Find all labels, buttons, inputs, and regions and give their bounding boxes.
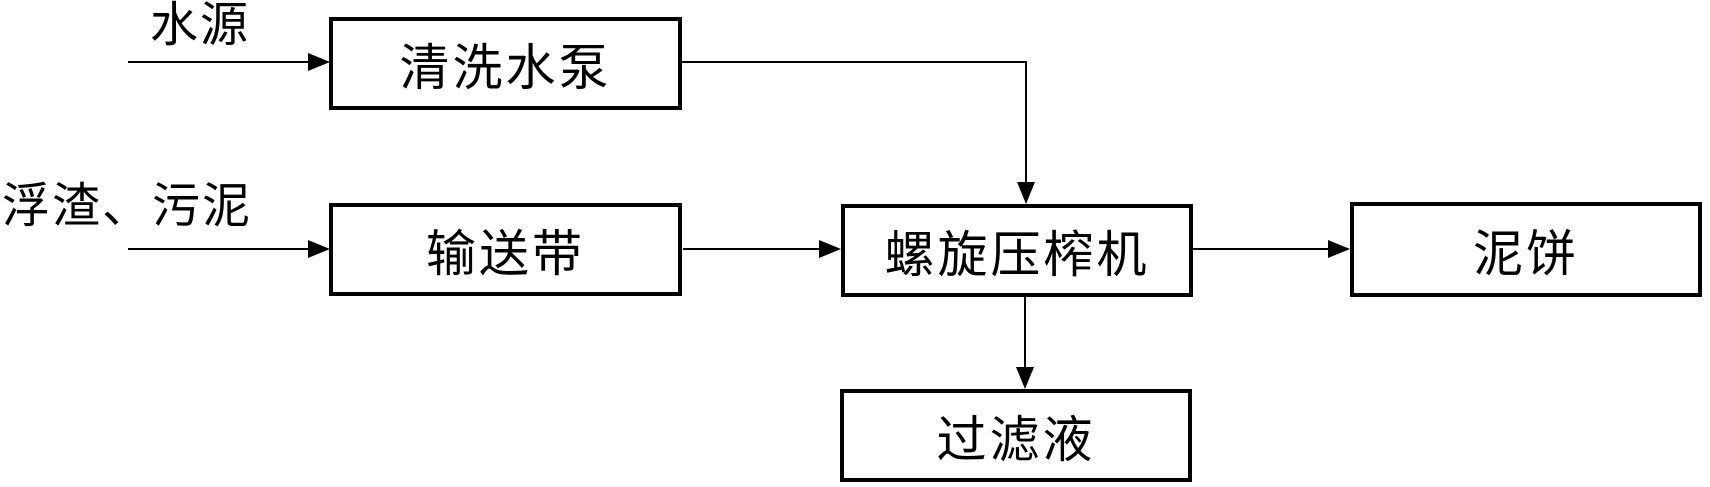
arrow-press-to-mudcake xyxy=(1193,240,1350,258)
node-cleaning-water-pump: 清洗水泵 xyxy=(329,17,682,110)
arrowhead-icon xyxy=(1328,240,1350,258)
arrowhead-icon xyxy=(1017,182,1035,204)
label-water-source: 水源 xyxy=(150,0,251,52)
arrow-pump-to-press xyxy=(682,61,1035,204)
arrowhead-icon xyxy=(819,240,841,258)
arrow-sludge-to-conveyor xyxy=(128,240,330,258)
node-screw-press: 螺旋压榨机 xyxy=(841,204,1193,297)
arrow-conveyor-to-press xyxy=(683,240,841,258)
node-mud-cake: 泥饼 xyxy=(1350,202,1702,297)
node-conveyor-belt: 输送带 xyxy=(329,203,682,296)
arrowhead-icon xyxy=(1016,367,1034,389)
arrow-press-to-filtrate xyxy=(1016,297,1034,389)
node-filtrate: 过滤液 xyxy=(840,389,1192,482)
arrowhead-icon xyxy=(308,240,330,258)
arrow-water-to-pump xyxy=(128,53,330,71)
arrowhead-icon xyxy=(308,53,330,71)
label-scum-sludge: 浮渣、污泥 xyxy=(2,180,253,233)
